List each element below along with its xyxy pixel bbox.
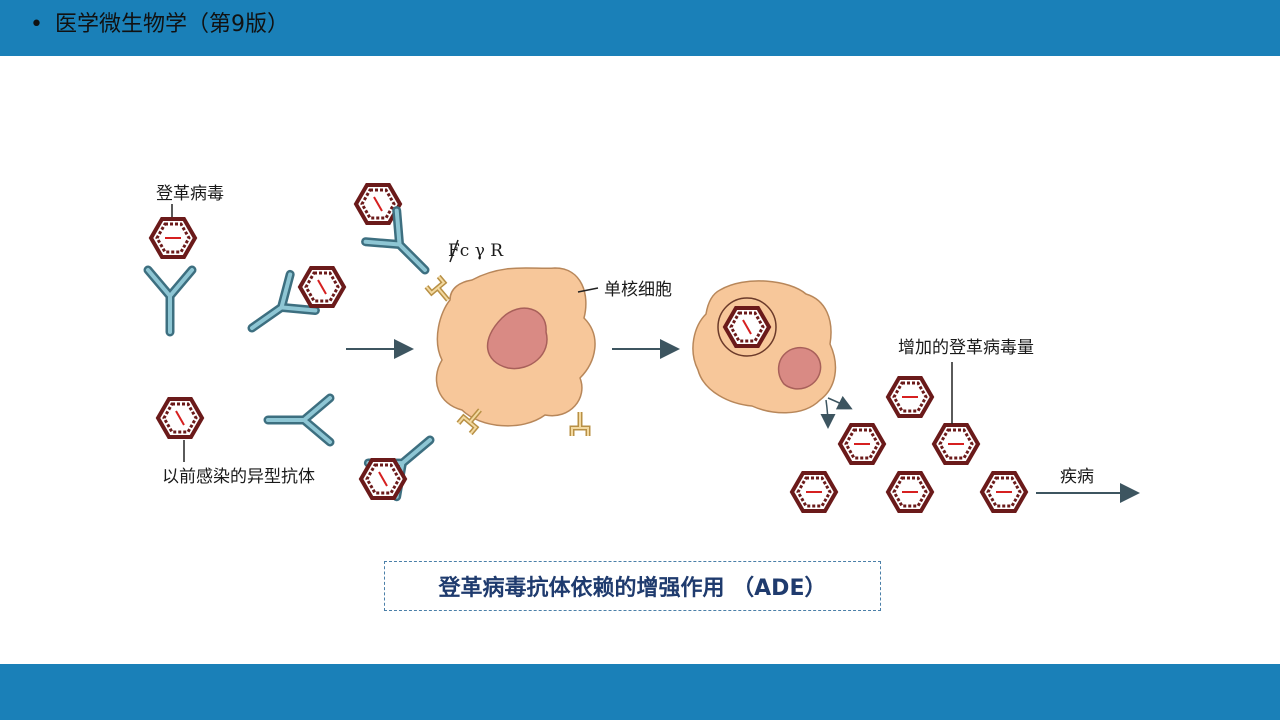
released-virus-5 [886, 471, 934, 513]
fc-receptor-leader [449, 239, 459, 263]
label-increased-virus: 增加的登革病毒量 [898, 338, 1034, 358]
caption-box: 登革病毒抗体依赖的增强作用 （ADE） [384, 561, 881, 611]
label-disease: 疾病 [1060, 467, 1094, 487]
label-dengue-virus: 登革病毒 [156, 184, 224, 204]
infected-cell-nucleus [777, 347, 822, 390]
release-arrow-2 [820, 399, 836, 429]
header-bar: • 医学微生物学（第9版） [0, 0, 1280, 56]
internalized-virus-icon [723, 306, 771, 348]
released-virus-1 [886, 376, 934, 418]
virus-icon-2 [298, 266, 346, 308]
release-arrow-1 [827, 395, 853, 410]
page-title: • 医学微生物学（第9版） [30, 6, 289, 38]
released-virus-2 [838, 423, 886, 465]
label-fc-receptor: Fc γ R [448, 241, 504, 261]
released-virus-4 [790, 471, 838, 513]
released-virus-6 [980, 471, 1028, 513]
title-text: 医学微生物学（第9版） [54, 12, 289, 37]
monocyte-leader [577, 287, 599, 293]
fc-receptor-icon-3 [572, 412, 588, 436]
virus-icon-5 [359, 458, 407, 500]
antibody-icon-1 [148, 270, 192, 332]
dengue-virus-icon [149, 217, 197, 259]
monocyte-nucleus [486, 307, 548, 370]
label-monocyte: 单核细胞 [604, 280, 672, 300]
released-virus-3 [932, 423, 980, 465]
label-prior-antibody: 以前感染的异型抗体 [162, 467, 315, 487]
bullet-icon: • [30, 12, 43, 37]
footer-bar [0, 664, 1280, 720]
caption-text: 登革病毒抗体依赖的增强作用 （ADE） [438, 576, 827, 601]
antibody-icon-3 [268, 398, 330, 442]
virus-icon-3 [156, 397, 204, 439]
